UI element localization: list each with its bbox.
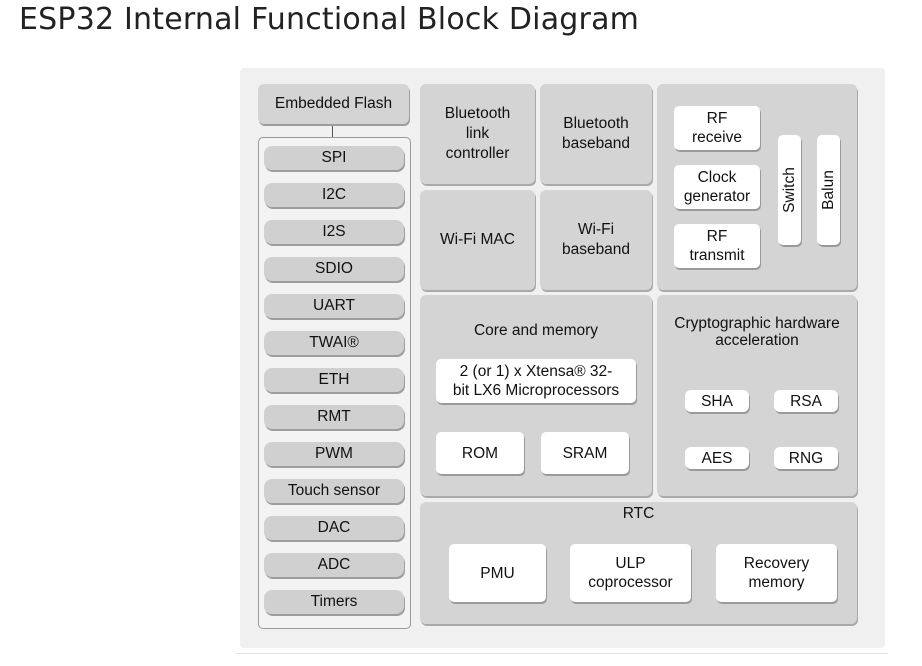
wifi-mac-block: Wi-Fi MAC xyxy=(420,190,535,290)
page-title: ESP32 Internal Functional Block Diagram xyxy=(19,2,640,37)
rom-block: ROM xyxy=(436,432,524,474)
crypto-title: Cryptographic hardware acceleration xyxy=(674,315,840,349)
wifi-baseband-block: Wi-Fi baseband xyxy=(540,190,652,290)
rf-receive-block: RF receive xyxy=(674,106,760,150)
peripheral-spi: SPI xyxy=(264,146,404,170)
peripheral-adc: ADC xyxy=(264,553,404,577)
rf-transmit-block: RF transmit xyxy=(674,224,760,268)
peripheral-touch-sensor: Touch sensor xyxy=(264,479,404,503)
divider xyxy=(236,653,888,654)
switch-block: Switch xyxy=(778,135,801,245)
embedded-flash-block: Embedded Flash xyxy=(258,84,409,124)
rsa-block: RSA xyxy=(774,390,838,412)
bluetooth-baseband-block: Bluetooth baseband xyxy=(540,84,652,184)
peripheral-eth: ETH xyxy=(264,368,404,392)
clock-generator-block: Clock generator xyxy=(674,165,760,209)
microprocessor-block: 2 (or 1) x Xtensa® 32- bit LX6 Microproc… xyxy=(436,359,636,403)
peripheral-twai: TWAI® xyxy=(264,331,404,355)
sha-block: SHA xyxy=(685,390,749,412)
peripheral-i2s: I2S xyxy=(264,220,404,244)
balun-label: Balun xyxy=(819,170,837,210)
aes-block: AES xyxy=(685,447,749,469)
rtc-title: RTC xyxy=(622,505,655,522)
peripheral-dac: DAC xyxy=(264,516,404,540)
ulp-coprocessor-block: ULP coprocessor xyxy=(570,544,691,602)
sram-block: SRAM xyxy=(541,432,629,474)
peripheral-rmt: RMT xyxy=(264,405,404,429)
bluetooth-link-controller-block: Bluetooth link controller xyxy=(420,84,535,184)
flash-spi-connector xyxy=(332,126,333,139)
peripheral-pwm: PWM xyxy=(264,442,404,466)
peripheral-uart: UART xyxy=(264,294,404,318)
peripheral-timers: Timers xyxy=(264,590,404,614)
balun-block: Balun xyxy=(817,135,840,245)
peripheral-sdio: SDIO xyxy=(264,257,404,281)
core-memory-title: Core and memory xyxy=(473,322,599,339)
switch-label: Switch xyxy=(780,167,798,213)
peripheral-i2c: I2C xyxy=(264,183,404,207)
rng-block: RNG xyxy=(774,447,838,469)
pmu-block: PMU xyxy=(449,544,546,602)
recovery-memory-block: Recovery memory xyxy=(716,544,837,602)
